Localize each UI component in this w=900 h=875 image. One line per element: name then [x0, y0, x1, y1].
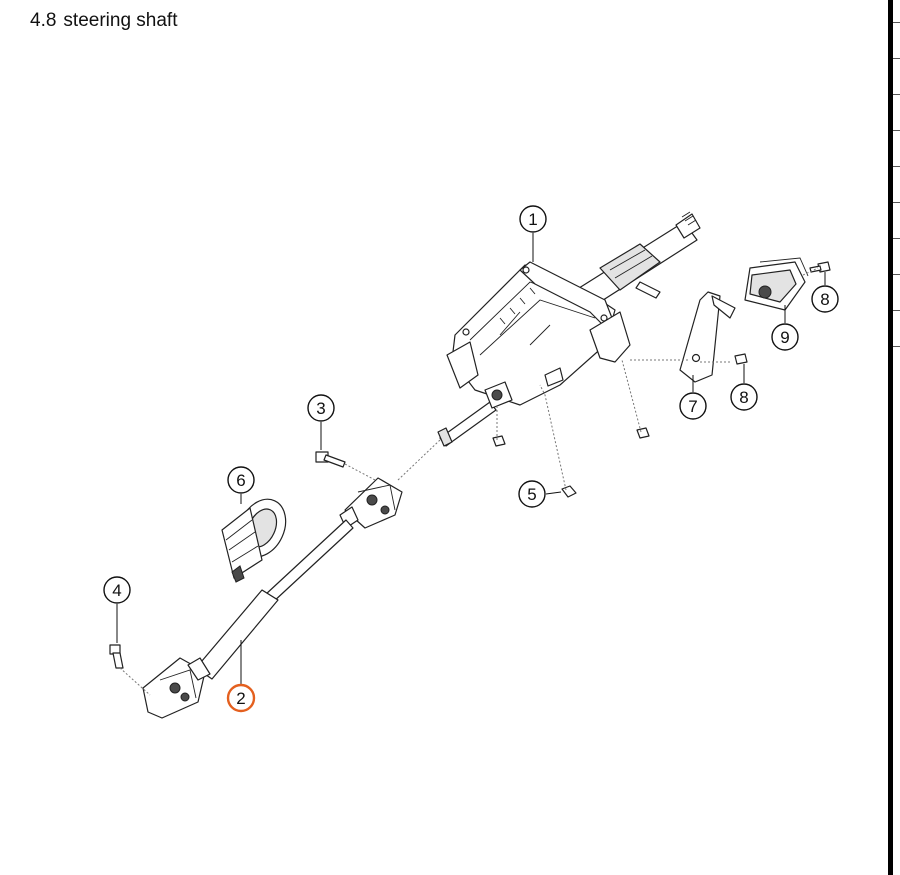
svg-text:1: 1	[528, 210, 537, 229]
callout-3[interactable]: 3	[307, 394, 335, 422]
callout-1[interactable]: 1	[519, 205, 547, 233]
svg-text:3: 3	[316, 399, 325, 418]
nut-part[interactable]	[539, 384, 577, 498]
callout-2[interactable]: 2	[226, 683, 256, 713]
boot-part[interactable]	[221, 492, 295, 583]
callout-9[interactable]: 9	[771, 323, 799, 351]
leader-line-5	[545, 491, 562, 495]
svg-text:7: 7	[688, 397, 697, 416]
screw-part[interactable]	[809, 261, 831, 273]
svg-text:8: 8	[820, 290, 829, 309]
svg-text:6: 6	[236, 471, 245, 490]
switch-housing-part[interactable]	[744, 257, 819, 311]
section-number: 4.8	[30, 10, 57, 31]
page-title: 4.8 steering shaft	[30, 10, 178, 32]
screw-part[interactable]	[734, 353, 748, 365]
bracket-part[interactable]	[630, 291, 736, 383]
svg-text:9: 9	[780, 328, 789, 347]
svg-text:8: 8	[739, 388, 748, 407]
callout-7[interactable]: 7	[679, 392, 707, 420]
upper-clamp-bolt-part[interactable]	[315, 451, 376, 481]
callout-4[interactable]: 4	[103, 576, 131, 604]
svg-text:5: 5	[527, 485, 536, 504]
callout-5[interactable]: 5	[518, 480, 546, 508]
index-tab-rules	[893, 0, 900, 875]
callout-6[interactable]: 6	[227, 466, 255, 494]
steering-column-part[interactable]	[437, 211, 701, 447]
section-title: steering shaft	[63, 10, 178, 31]
lower-clamp-bolt-part[interactable]	[109, 644, 151, 696]
svg-text:4: 4	[112, 581, 121, 600]
svg-text:2: 2	[236, 689, 245, 708]
callout-8-upper[interactable]: 8	[811, 285, 839, 313]
intermediate-shaft-part[interactable]	[142, 477, 403, 719]
page-edge-bar	[888, 0, 893, 875]
callout-8-lower[interactable]: 8	[730, 383, 758, 411]
